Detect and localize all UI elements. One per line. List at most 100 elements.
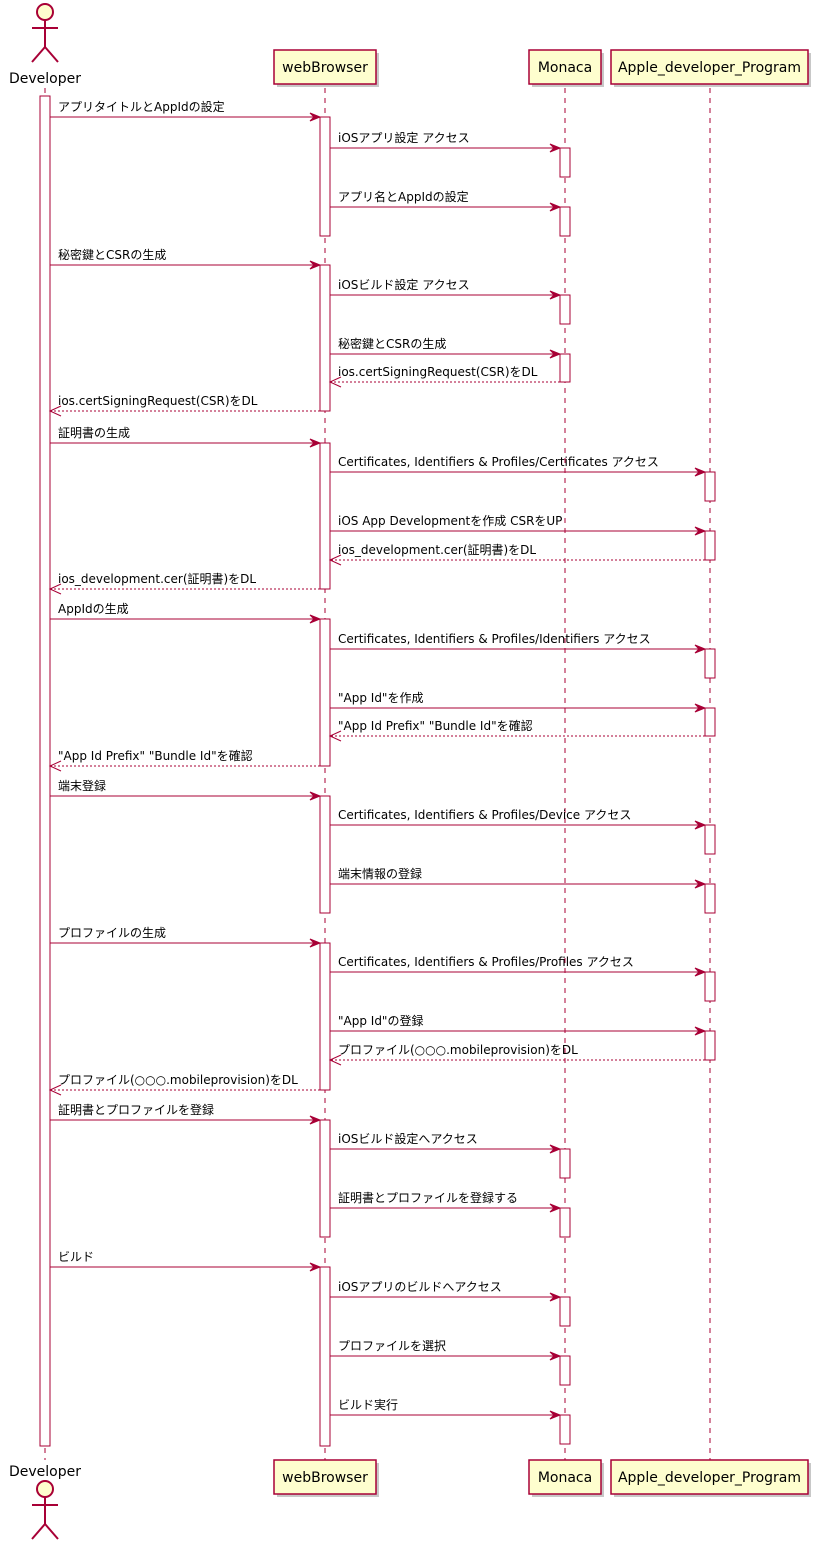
participant-box (273, 49, 377, 85)
call-message: AppIdの生成 (50, 602, 322, 624)
call-message: プロファイルを選択 (330, 1339, 562, 1361)
message-label: "App Id Prefix" "Bundle Id"を確認 (338, 718, 533, 733)
participant-mon-bottom: Monaca (528, 1459, 604, 1497)
call-message: iOSビルド設定 アクセス (330, 277, 562, 300)
activation-bar (704, 648, 716, 679)
participant-headers: DeveloperDeveloperwebBrowserwebBrowserMo… (9, 3, 811, 1540)
activation-bar (559, 1355, 571, 1386)
call-message: "App Id"を作成 (330, 691, 707, 713)
arrowhead-icon (328, 554, 342, 566)
arrowhead-icon (309, 112, 322, 122)
participant-web-top: webBrowser (273, 49, 379, 87)
activation-bar (319, 116, 331, 237)
arrowhead-icon (694, 967, 707, 977)
return-message: プロファイル(○○○.mobileprovision)をDL (48, 1073, 320, 1096)
message-label: Certificates, Identifiers & Profiles/Pro… (338, 955, 634, 969)
messages: アプリタイトルとAppIdの設定 iOSアプリ設定 アクセスアプリ名とAppIdの… (48, 99, 707, 1420)
message-label: Certificates, Identifiers & Profiles/Dev… (338, 808, 631, 822)
return-message: ios_development.cer(証明書)をDL (328, 543, 705, 566)
message-label: iOSビルド設定 アクセス (338, 277, 470, 292)
participant-name: webBrowser (282, 1470, 368, 1486)
actor-dev-top: Developer (9, 3, 81, 87)
message-label: iOSアプリ設定 アクセス (338, 130, 470, 145)
activation-bar (319, 264, 331, 412)
arrowhead-icon (309, 1115, 322, 1125)
message-label: iOSアプリのビルドへアクセス (338, 1280, 502, 1294)
arrowhead-icon (309, 260, 322, 270)
call-message: 証明書の生成 (50, 426, 322, 448)
arrowhead-icon (549, 290, 562, 300)
message-label: iOS App Developmentを作成 CSRをUP (338, 514, 562, 528)
arrowhead-icon (48, 405, 62, 417)
message-label: ビルド実行 (338, 1397, 398, 1412)
activation-bar (39, 95, 51, 1447)
message-label: プロファイル(○○○.mobileprovision)をDL (338, 1043, 578, 1057)
participant-name: webBrowser (282, 60, 368, 76)
activations (39, 95, 716, 1447)
call-message: "App Id"の登録 (330, 1013, 707, 1036)
arrowhead-icon (48, 1084, 62, 1096)
arrowhead-icon (328, 730, 342, 742)
participant-name: Developer (9, 71, 81, 87)
activation-bar (319, 618, 331, 767)
participant-box (528, 49, 602, 85)
return-message: ios_development.cer(証明書)をDL (48, 572, 320, 595)
arrowhead-icon (694, 879, 707, 889)
activation-bar (559, 294, 571, 325)
activation-bar (319, 942, 331, 1091)
activation-bar (704, 1030, 716, 1061)
arrowhead-icon (309, 791, 322, 801)
call-message: ビルド (50, 1250, 322, 1272)
message-label: Certificates, Identifiers & Profiles/Ide… (338, 632, 651, 646)
participant-name: Monaca (538, 60, 592, 76)
activation-bar (559, 1207, 571, 1238)
message-label: iOSビルド設定へアクセス (338, 1131, 478, 1146)
arrowhead-icon (549, 1351, 562, 1361)
arrowhead-icon (549, 143, 562, 153)
activation-bar (704, 883, 716, 914)
arrowhead-icon (309, 438, 322, 448)
activation-bar (704, 707, 716, 737)
actor-head (36, 3, 54, 21)
message-label: 証明書の生成 (58, 426, 130, 440)
return-message: ios.certSigningRequest(CSR)をDL (328, 365, 560, 388)
participant-box (610, 1459, 809, 1495)
message-label: "App Id"を作成 (338, 691, 423, 705)
call-message: 端末情報の登録 (330, 866, 707, 889)
message-label: AppIdの生成 (58, 602, 129, 616)
message-label: アプリ名とAppIdの設定 (338, 189, 469, 204)
arrowhead-icon (694, 820, 707, 830)
activation-bar (559, 147, 571, 178)
call-message: Certificates, Identifiers & Profiles/Dev… (330, 808, 707, 830)
arrowhead-icon (309, 1262, 322, 1272)
call-message: Certificates, Identifiers & Profiles/Pro… (330, 955, 707, 977)
return-message: プロファイル(○○○.mobileprovision)をDL (328, 1043, 705, 1066)
arrowhead-icon (549, 202, 562, 212)
call-message: アプリタイトルとAppIdの設定 (50, 99, 322, 122)
activation-bar (704, 824, 716, 855)
arrowhead-icon (549, 1410, 562, 1420)
arrowhead-icon (48, 583, 62, 595)
call-message: ビルド実行 (330, 1397, 562, 1420)
message-label: ios_development.cer(証明書)をDL (58, 572, 256, 586)
arrowhead-icon (549, 1144, 562, 1154)
lifelines (44, 88, 711, 1460)
message-label: プロファイルの生成 (58, 926, 166, 940)
call-message: 証明書とプロファイルを登録する (330, 1190, 562, 1213)
participant-box (610, 49, 809, 85)
arrowhead-icon (48, 760, 62, 772)
message-label: 端末登録 (58, 778, 106, 793)
call-message: 秘密鍵とCSRの生成 (50, 247, 322, 270)
activation-bar (559, 1148, 571, 1179)
arrowhead-icon (694, 703, 707, 713)
message-label: Certificates, Identifiers & Profiles/Cer… (338, 455, 659, 469)
call-message: プロファイルの生成 (50, 926, 322, 948)
message-label: ビルド (58, 1250, 94, 1264)
activation-bar (559, 1296, 571, 1327)
participant-name: Apple_developer_Program (618, 1470, 801, 1486)
call-message: iOSビルド設定へアクセス (330, 1131, 562, 1154)
message-label: 証明書とプロファイルを登録する (338, 1190, 518, 1205)
arrowhead-icon (549, 1292, 562, 1302)
call-message: Certificates, Identifiers & Profiles/Cer… (330, 455, 707, 477)
call-message: iOS App Developmentを作成 CSRをUP (330, 514, 707, 536)
